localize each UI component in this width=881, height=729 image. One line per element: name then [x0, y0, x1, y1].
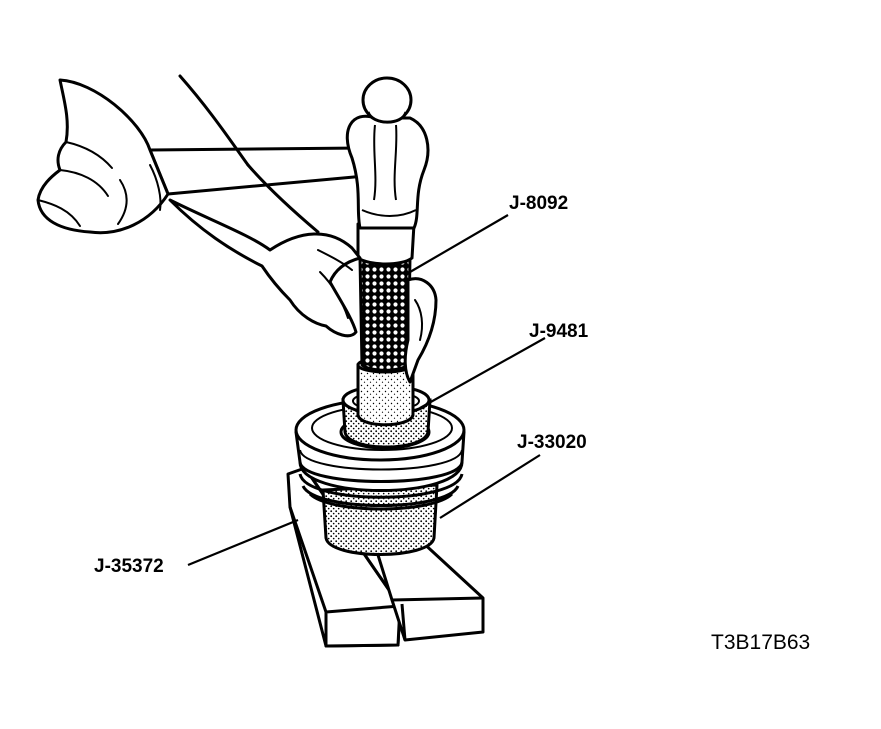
leader-j33020	[439, 454, 541, 519]
callout-j-33020: J-33020	[517, 432, 587, 453]
leader-j8092	[409, 214, 509, 273]
support-blocks	[286, 466, 485, 648]
leader-j35372	[187, 518, 299, 567]
leader-lines	[187, 214, 546, 567]
figure-code: T3B17B63	[711, 631, 811, 654]
callout-j-35372: J-35372	[94, 556, 164, 577]
hands	[36, 74, 438, 384]
callout-j-8092: J-8092	[509, 193, 569, 214]
hammer	[148, 76, 430, 230]
callout-j-9481: J-9481	[529, 321, 589, 342]
leader-j9481	[419, 337, 546, 409]
